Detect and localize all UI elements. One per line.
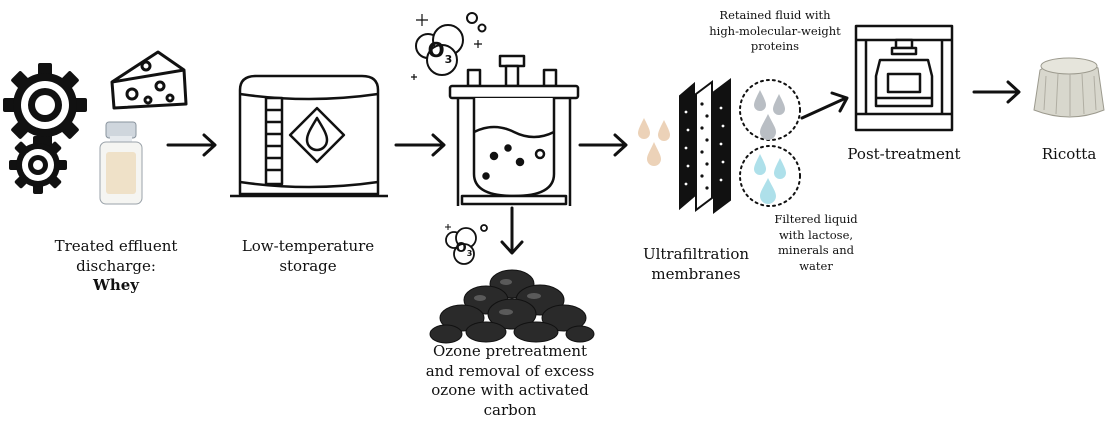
label-whey: Treated effluent discharge: Whey — [36, 237, 196, 296]
membrane-icon — [679, 78, 731, 214]
activated-carbon-icon — [429, 269, 595, 344]
label-membranes-line1: Ultrafiltration — [642, 245, 750, 263]
cheese-wedge-icon — [110, 50, 188, 110]
label-post-line1: Post-treatment — [847, 145, 961, 163]
label-retained: Retained fluid with high-molecular-weigh… — [690, 8, 860, 55]
filtered-droplets-icon — [739, 145, 801, 207]
label-storage-line2: storage — [279, 256, 337, 275]
label-whey-line1: Treated effluent — [54, 237, 178, 255]
label-filtered: Filtered liquid with lactose, minerals a… — [756, 212, 876, 274]
label-retained-line1: Retained fluid with — [719, 8, 831, 22]
label-post-treatment: Post-treatment — [834, 145, 974, 165]
label-ozone-line2: and removal of excess — [425, 361, 595, 380]
label-whey-line3: Whey — [92, 276, 139, 294]
arrow-3 — [578, 133, 628, 157]
gear-large-icon — [3, 63, 87, 147]
ozone-symbol-bottom: O3 — [456, 241, 473, 258]
label-filtered-line2: with lactose, — [778, 227, 854, 242]
ozone-bubble-icon — [411, 12, 487, 80]
press-machine-icon — [854, 24, 954, 132]
ozone-symbol-top: O3 — [428, 38, 453, 66]
label-ozone-line1: Ozone pretreatment — [432, 342, 588, 360]
label-ozone-line3: ozone with activated — [431, 381, 589, 399]
label-storage-line1: Low-temperature — [241, 237, 375, 255]
label-ricotta-line1: Ricotta — [1041, 145, 1097, 163]
label-ozone-line4: carbon — [483, 400, 537, 419]
label-filtered-line4: water — [799, 258, 833, 273]
label-retained-line2: high-molecular-weight — [709, 23, 841, 38]
label-ozone: Ozone pretreatment and removal of excess… — [410, 342, 610, 420]
arrow-1 — [166, 133, 217, 157]
label-filtered-line1: Filtered liquid — [774, 212, 858, 226]
ricotta-icon — [1033, 57, 1105, 118]
label-retained-line3: proteins — [750, 39, 800, 54]
storage-tank-icon — [230, 74, 388, 198]
label-filtered-line3: minerals and — [777, 243, 854, 258]
retained-droplets-icon — [739, 79, 801, 141]
gear-small-icon — [9, 136, 67, 194]
label-storage: Low-temperature storage — [228, 237, 388, 276]
vial-icon — [99, 121, 143, 205]
arrow-2 — [394, 133, 446, 157]
arrow-5 — [972, 80, 1021, 104]
label-whey-line2: discharge: — [76, 256, 156, 275]
arrow-4 — [800, 91, 849, 120]
label-membranes-line2: membranes — [651, 264, 741, 283]
input-droplets-icon — [638, 118, 670, 166]
label-ricotta: Ricotta — [1026, 145, 1112, 165]
ozone-bubble-small-icon — [445, 224, 488, 265]
arrow-down — [500, 206, 524, 255]
label-membranes: Ultrafiltration membranes — [628, 245, 764, 284]
ozone-reactor-icon — [448, 54, 580, 206]
